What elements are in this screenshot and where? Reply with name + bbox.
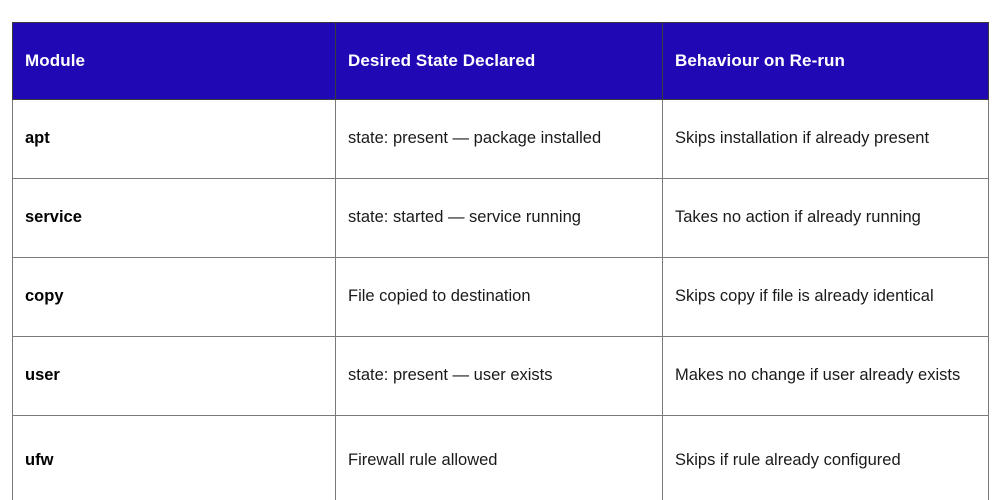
table-header-row: Module Desired State Declared Behaviour … bbox=[12, 22, 989, 100]
cell-behaviour: Skips if rule already configured bbox=[662, 415, 989, 500]
table-row: service state: started — service running… bbox=[12, 178, 989, 258]
cell-desired-state: File copied to destination bbox=[335, 257, 663, 337]
cell-module: user bbox=[12, 336, 336, 416]
table-body: apt state: present — package installed S… bbox=[12, 99, 989, 500]
cell-desired-state: state: present — package installed bbox=[335, 99, 663, 179]
column-header-behaviour: Behaviour on Re-run bbox=[662, 22, 989, 100]
column-header-module: Module bbox=[12, 22, 336, 100]
column-header-desired-state: Desired State Declared bbox=[335, 22, 663, 100]
cell-behaviour: Skips copy if file is already identical bbox=[662, 257, 989, 337]
table-row: apt state: present — package installed S… bbox=[12, 99, 989, 179]
cell-desired-state: state: present — user exists bbox=[335, 336, 663, 416]
cell-behaviour: Makes no change if user already exists bbox=[662, 336, 989, 416]
cell-module: apt bbox=[12, 99, 336, 179]
table-row: ufw Firewall rule allowed Skips if rule … bbox=[12, 415, 989, 500]
cell-module: service bbox=[12, 178, 336, 258]
cell-behaviour: Skips installation if already present bbox=[662, 99, 989, 179]
module-idempotency-table: Module Desired State Declared Behaviour … bbox=[12, 22, 989, 500]
cell-behaviour: Takes no action if already running bbox=[662, 178, 989, 258]
table-container: Module Desired State Declared Behaviour … bbox=[12, 22, 989, 500]
cell-module: ufw bbox=[12, 415, 336, 500]
cell-module: copy bbox=[12, 257, 336, 337]
cell-desired-state: Firewall rule allowed bbox=[335, 415, 663, 500]
table-head: Module Desired State Declared Behaviour … bbox=[12, 22, 989, 100]
cell-desired-state: state: started — service running bbox=[335, 178, 663, 258]
table-row: copy File copied to destination Skips co… bbox=[12, 257, 989, 337]
table-row: user state: present — user exists Makes … bbox=[12, 336, 989, 416]
